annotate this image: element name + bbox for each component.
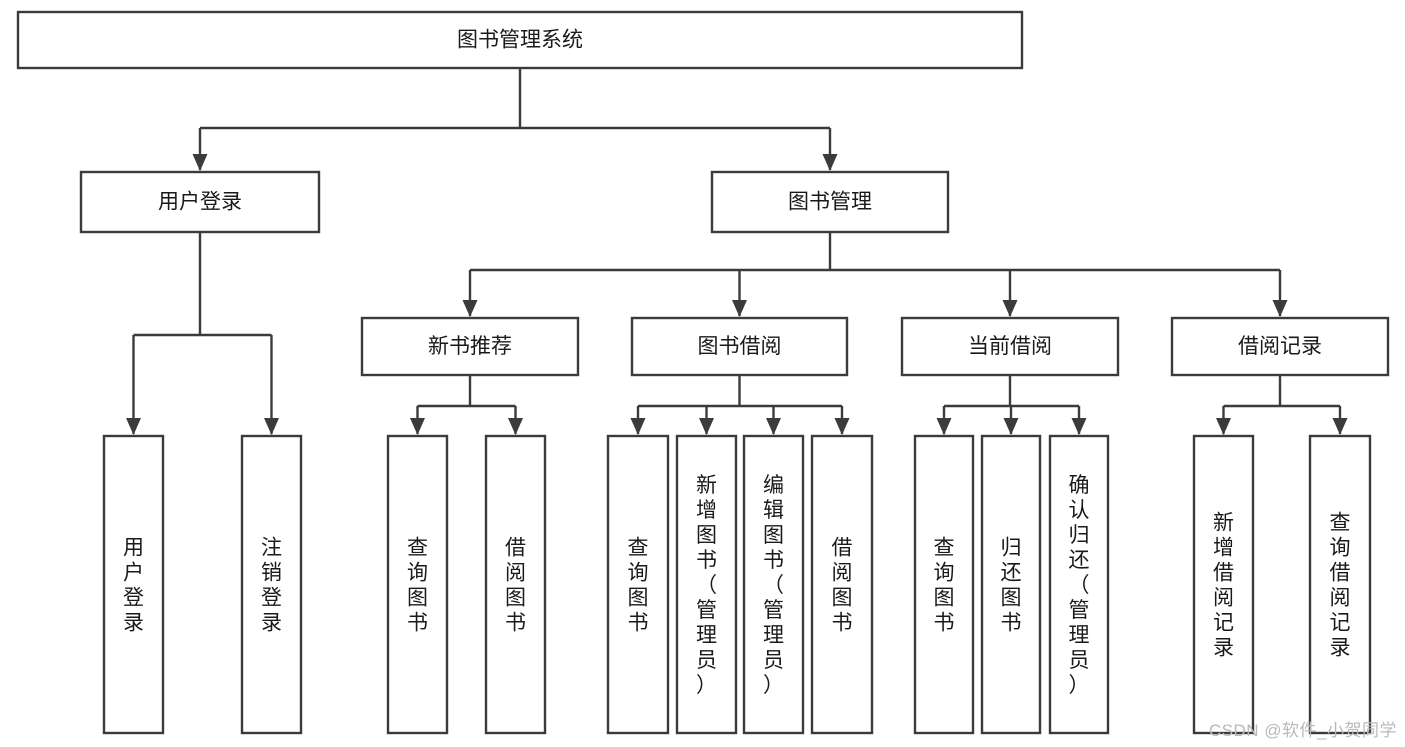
node-label: 当前借阅	[968, 335, 1052, 358]
node-box	[1048, 434, 1110, 735]
node-leaf-用户登录-0[interactable]: 用户登录	[102, 434, 165, 735]
arrow-head-icon	[1332, 418, 1348, 435]
node-l3-图书借阅-1[interactable]: 图书借阅	[630, 316, 849, 377]
node-l2-图书管理-1[interactable]: 图书管理	[710, 170, 950, 234]
node-box	[102, 434, 165, 735]
connectors-layer	[126, 68, 1348, 435]
node-label: 注销登录	[261, 537, 282, 635]
arrow-head-icon	[699, 418, 714, 435]
node-label: 查询图书	[934, 537, 955, 635]
node-label: 图书管理系统	[457, 29, 583, 52]
node-box	[742, 434, 805, 735]
node-box	[606, 434, 670, 735]
node-box	[980, 434, 1042, 735]
node-l3-新书推荐-0[interactable]: 新书推荐	[360, 316, 580, 377]
node-box	[360, 316, 580, 377]
node-box	[79, 170, 321, 234]
arrow-head-icon	[1002, 300, 1018, 317]
node-leaf-归还图书-9[interactable]: 归还图书	[980, 434, 1042, 735]
node-box	[1170, 316, 1390, 377]
node-leaf-查询借阅记录-12[interactable]: 查询借阅记录	[1308, 434, 1372, 735]
node-label: 用户登录	[158, 191, 242, 214]
arrow-head-icon	[508, 418, 523, 435]
node-leaf-确认归还管理员-10[interactable]: 确认归还（管理员）	[1048, 434, 1110, 735]
node-leaf-注销登录-1[interactable]: 注销登录	[240, 434, 303, 735]
node-label: 新增借阅记录	[1213, 512, 1234, 660]
node-box	[710, 170, 950, 234]
arrow-head-icon	[822, 154, 838, 171]
arrow-head-icon	[410, 418, 425, 435]
node-box	[1308, 434, 1372, 735]
node-label: 确认归还（管理员）	[1069, 474, 1090, 697]
node-label: 归还图书	[1001, 537, 1022, 635]
node-label: 借阅图书	[505, 537, 526, 635]
node-label: 查询借阅记录	[1330, 512, 1351, 660]
node-label: 借阅图书	[832, 537, 853, 635]
node-box	[1192, 434, 1255, 735]
node-box	[900, 316, 1120, 377]
node-label: 新增图书（管理员）	[696, 474, 717, 697]
node-leaf-借阅图书-7[interactable]: 借阅图书	[810, 434, 874, 735]
node-leaf-新增图书管理员-5[interactable]: 新增图书（管理员）	[675, 434, 738, 735]
node-box	[386, 434, 449, 735]
arrow-head-icon	[630, 418, 646, 435]
arrow-head-icon	[834, 418, 850, 435]
arrow-head-icon	[1272, 300, 1288, 317]
node-label: 借阅记录	[1238, 335, 1322, 358]
node-box	[16, 10, 1024, 70]
node-label: 查询图书	[407, 537, 428, 635]
node-leaf-查询图书-2[interactable]: 查询图书	[386, 434, 449, 735]
node-l2-用户登录-0[interactable]: 用户登录	[79, 170, 321, 234]
arrow-head-icon	[1003, 418, 1019, 435]
node-box	[810, 434, 874, 735]
arrow-head-icon	[192, 154, 208, 171]
node-leaf-查询图书-8[interactable]: 查询图书	[913, 434, 975, 735]
node-l3-借阅记录-3[interactable]: 借阅记录	[1170, 316, 1390, 377]
nodes-layer: 图书管理系统用户登录图书管理新书推荐图书借阅当前借阅借阅记录用户登录注销登录查询…	[16, 10, 1390, 735]
node-label: 编辑图书（管理员）	[763, 474, 784, 697]
arrow-head-icon	[732, 300, 747, 317]
node-box	[240, 434, 303, 735]
arrow-head-icon	[1216, 418, 1231, 435]
arrow-head-icon	[766, 418, 781, 435]
arrow-head-icon	[462, 300, 478, 317]
node-leaf-编辑图书管理员-6[interactable]: 编辑图书（管理员）	[742, 434, 805, 735]
node-box	[913, 434, 975, 735]
node-label: 图书管理	[788, 191, 872, 214]
node-label: 图书借阅	[698, 335, 782, 358]
arrow-head-icon	[126, 418, 141, 435]
node-leaf-新增借阅记录-11[interactable]: 新增借阅记录	[1192, 434, 1255, 735]
node-box	[675, 434, 738, 735]
node-root-图书管理系统-0[interactable]: 图书管理系统	[16, 10, 1024, 70]
arrow-head-icon	[936, 418, 952, 435]
arrow-head-icon	[264, 418, 279, 435]
node-box	[484, 434, 547, 735]
csdn-watermark: CSDN @软件_小贺同学	[1208, 721, 1397, 740]
arrow-head-icon	[1071, 418, 1087, 435]
node-label: 新书推荐	[428, 335, 512, 358]
node-label: 查询图书	[628, 537, 649, 635]
node-l3-当前借阅-2[interactable]: 当前借阅	[900, 316, 1120, 377]
node-leaf-借阅图书-3[interactable]: 借阅图书	[484, 434, 547, 735]
node-box	[630, 316, 849, 377]
node-leaf-查询图书-4[interactable]: 查询图书	[606, 434, 670, 735]
node-label: 用户登录	[123, 537, 144, 635]
